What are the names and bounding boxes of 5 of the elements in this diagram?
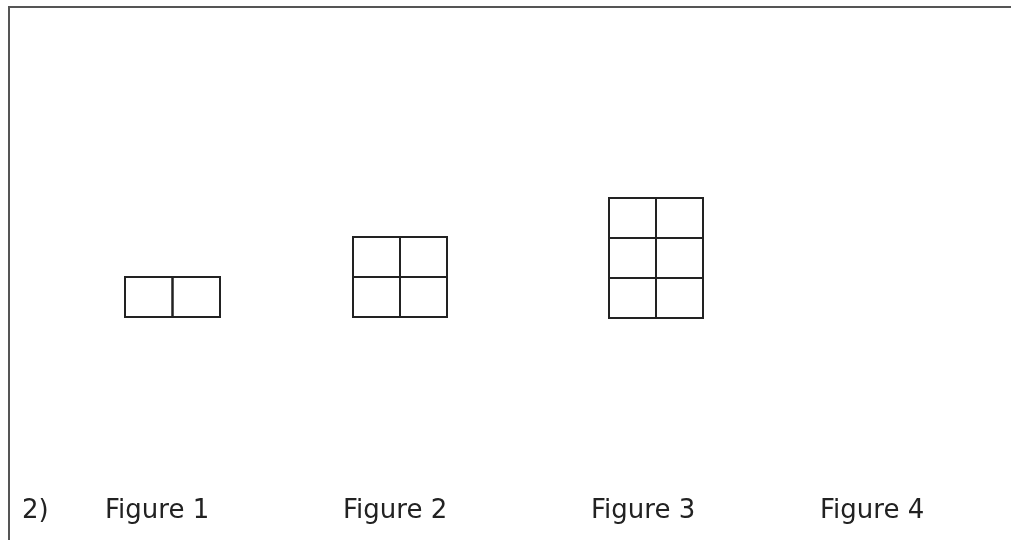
figure-label: Figure 2 <box>343 494 448 524</box>
figure-label: Figure 3 <box>591 494 696 524</box>
figure-label: Figure 4 <box>820 494 925 524</box>
figure-label: Figure 1 <box>105 494 210 524</box>
question-number: 2) <box>22 494 49 524</box>
